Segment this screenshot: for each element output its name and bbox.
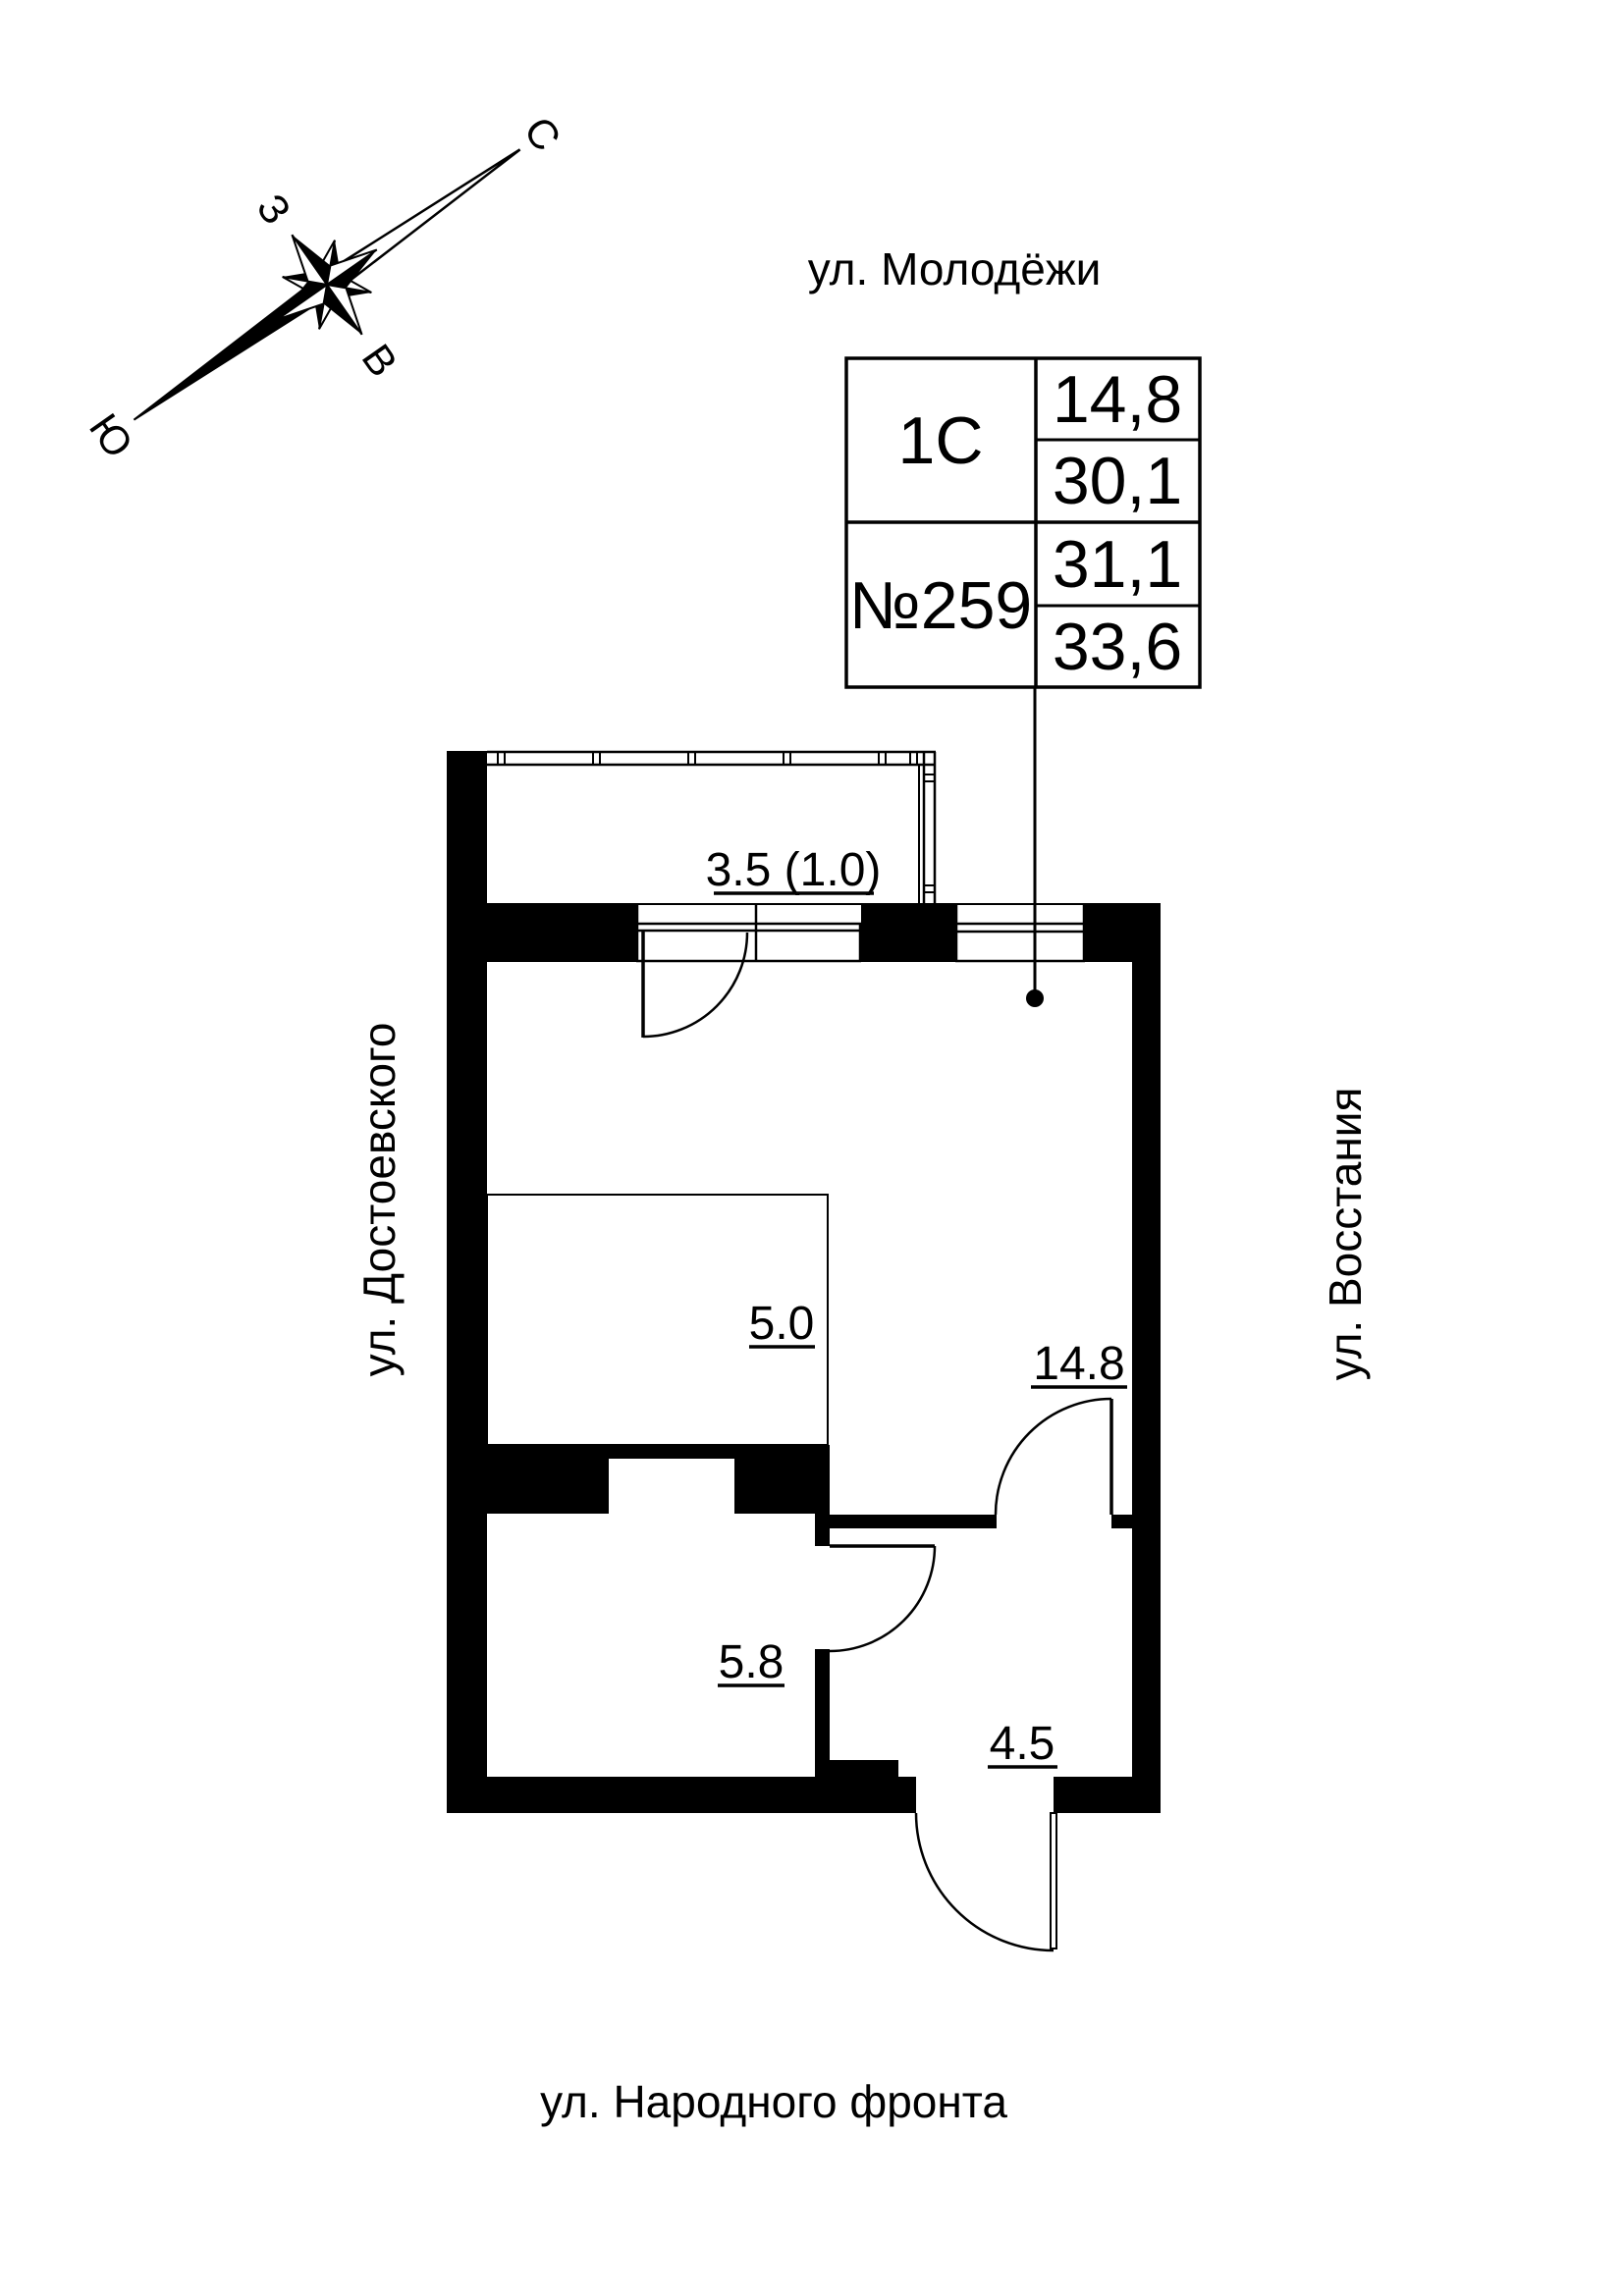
room-area-labels: 3.5 (1.0) 5.0 14.8 5.8 4.5 bbox=[706, 844, 1127, 1770]
area-value-2: 30,1 bbox=[1053, 444, 1182, 518]
balcony-glazing bbox=[487, 750, 937, 903]
compass-east-label: В bbox=[353, 336, 407, 385]
bathroom-area-label: 5.8 bbox=[719, 1636, 784, 1688]
bathroom-door-swing-arc bbox=[829, 1545, 937, 1653]
street-label-top: ул. Молодёжи bbox=[808, 243, 1102, 294]
entrance-door-swing-arc bbox=[914, 1812, 1055, 1952]
balcony-door-window bbox=[635, 903, 862, 1039]
wall-bottom-segment-left bbox=[447, 1777, 916, 1813]
entrance-door-leaf bbox=[1050, 1812, 1057, 1949]
balcony-area-label: 3.5 (1.0) bbox=[706, 844, 882, 896]
compass-south-label: Ю bbox=[81, 405, 142, 466]
wall-interior-vertical bbox=[815, 1649, 830, 1777]
balcony-door-swing-arc bbox=[642, 932, 749, 1039]
street-label-left: ул. Достоевского bbox=[353, 1023, 405, 1377]
compass-west-label: З bbox=[248, 186, 300, 233]
niche-area-label: 5.0 bbox=[749, 1298, 815, 1350]
area-value-4: 33,6 bbox=[1053, 610, 1182, 684]
compass-north-label: С bbox=[515, 108, 570, 159]
wall-hall-divider-left bbox=[830, 1515, 997, 1528]
wall-duct-niche bbox=[609, 1459, 734, 1514]
wall-interior-vertical-stub bbox=[815, 1514, 830, 1546]
balcony-glazing-mullions bbox=[497, 751, 936, 893]
wall-left bbox=[447, 751, 487, 1813]
living-door-swing-arc bbox=[994, 1397, 1112, 1516]
wall-right bbox=[1132, 903, 1161, 1813]
hall-area-label: 4.5 bbox=[990, 1718, 1055, 1770]
wall-bottom-segment-right bbox=[1054, 1777, 1161, 1813]
living-area-label: 14.8 bbox=[1033, 1338, 1124, 1390]
apartment-type: 1С bbox=[898, 403, 984, 478]
wall-hall-divider-right bbox=[1111, 1515, 1161, 1528]
apartment-info-table: 1С №259 14,8 30,1 31,1 33,6 bbox=[844, 356, 1202, 1007]
compass-star-main bbox=[276, 234, 378, 336]
wall-top-segment-middle bbox=[861, 903, 955, 962]
living-room-door bbox=[994, 1397, 1113, 1516]
area-value-3: 31,1 bbox=[1053, 527, 1182, 602]
table-leader-dot bbox=[1026, 989, 1044, 1007]
bathroom-door bbox=[829, 1544, 937, 1653]
floor-plan-walls bbox=[447, 751, 1161, 1813]
entrance-door bbox=[914, 1812, 1057, 1952]
wall-interior-return bbox=[815, 1760, 898, 1777]
window-top-right bbox=[954, 903, 1086, 963]
apartment-number: №259 bbox=[849, 568, 1032, 643]
compass-rose-icon: С Ю З В bbox=[81, 108, 570, 466]
area-value-1: 14,8 bbox=[1053, 362, 1182, 437]
niche-zone-outline bbox=[486, 1194, 829, 1446]
street-label-bottom: ул. Народного фронта bbox=[540, 2076, 1007, 2127]
street-label-right: ул. Восстания bbox=[1320, 1088, 1371, 1381]
wall-top-segment-left bbox=[487, 903, 636, 962]
